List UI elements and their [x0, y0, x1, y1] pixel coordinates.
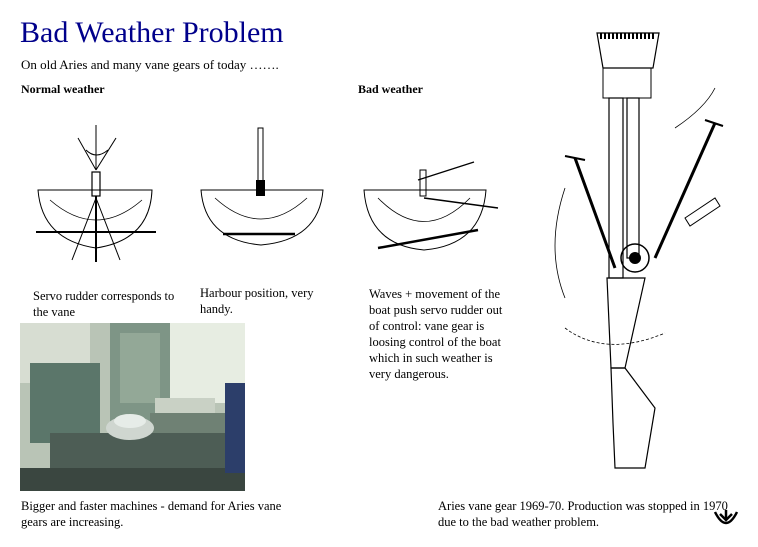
caption-harbour-position: Harbour position, very handy.	[200, 286, 314, 316]
slide-subtitle: On old Aries and many vane gears of toda…	[21, 57, 279, 72]
caption-servo-rudder: Servo rudder corresponds to the vane	[33, 289, 175, 319]
bad-weather-diagram	[363, 161, 499, 251]
harbour-position-diagram	[200, 127, 324, 246]
caption-bigger-machines: Bigger and faster machines - demand for …	[21, 499, 282, 529]
caption-bad-weather: Waves + movement of the boat push servo …	[369, 287, 503, 381]
normal-weather-diagram	[36, 125, 156, 262]
aries-vane-gear-drawing	[554, 32, 724, 469]
caption-aries-vane-gear: Aries vane gear 1969-70. Production was …	[438, 499, 728, 529]
heading-normal-weather: Normal weather	[21, 82, 105, 96]
slide-title: Bad Weather Problem	[20, 16, 284, 49]
next-slide-arrow-icon[interactable]	[712, 508, 740, 530]
heading-bad-weather: Bad weather	[358, 82, 423, 96]
machine-shop-photo	[20, 323, 245, 491]
